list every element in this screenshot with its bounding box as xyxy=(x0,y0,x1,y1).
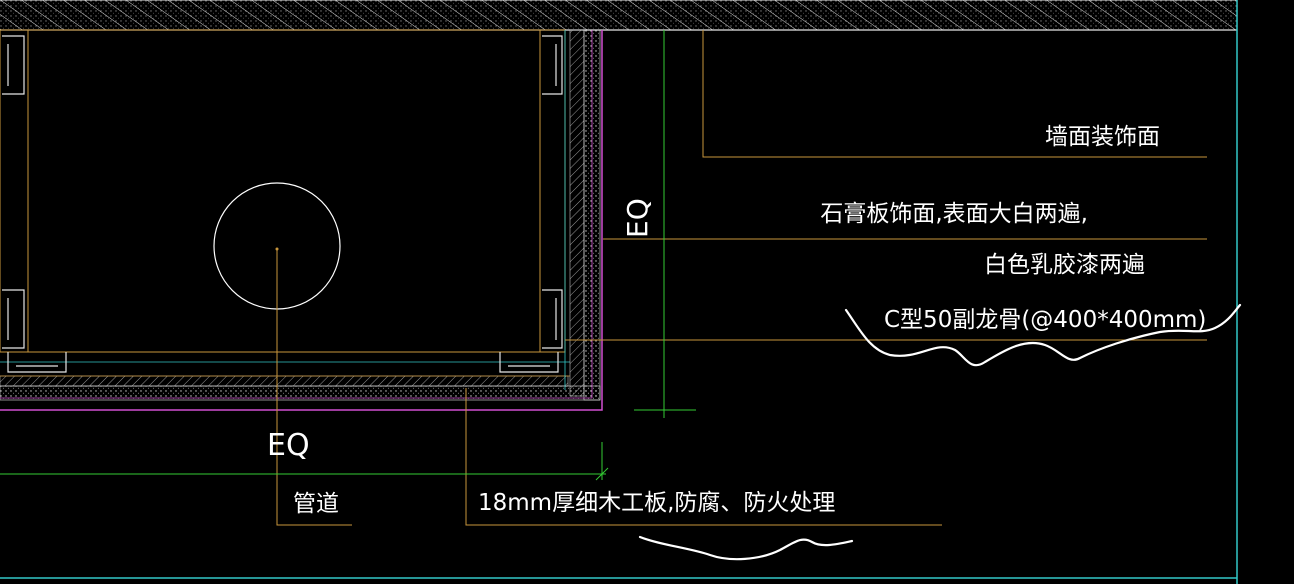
label-gypsum-line1: 石膏板饰面,表面大白两遍, xyxy=(820,201,1088,227)
markup-squiggles xyxy=(638,303,1242,561)
dim-horizontal-tick xyxy=(595,467,609,481)
label-wall-finish: 墙面装饰面 xyxy=(1045,124,1160,150)
c-stud-top-right xyxy=(542,35,563,95)
squiggle-blockboard xyxy=(638,535,854,561)
label-gypsum-line2: 白色乳胶漆两遍 xyxy=(984,252,1145,278)
pipe xyxy=(213,182,352,526)
label-eq-horizontal: EQ xyxy=(267,428,310,463)
squiggle-c-stud xyxy=(844,303,1242,367)
c-stud-bottom-right xyxy=(499,352,559,373)
c-stud-top-left xyxy=(2,35,25,95)
c-stud-profiles xyxy=(2,35,563,373)
dimension-lines xyxy=(0,30,696,481)
label-pipe: 管道 xyxy=(293,491,339,517)
pipe-leader xyxy=(276,249,352,526)
right-leaders xyxy=(565,30,1207,341)
label-blockboard: 18mm厚细木工板,防腐、防火处理 xyxy=(478,490,835,516)
label-eq-vertical: EQ xyxy=(621,198,654,238)
ceiling-slab xyxy=(0,0,1237,31)
annotations: 墙面装饰面 石膏板饰面,表面大白两遍, 白色乳胶漆两遍 C型50副龙骨(@400… xyxy=(267,124,1206,517)
c-stud-mid-left xyxy=(2,289,25,349)
wall-finish-leader xyxy=(702,30,1207,158)
label-c-stud: C型50副龙骨(@400*400mm) xyxy=(884,307,1206,333)
drawing-frame xyxy=(0,0,1238,584)
blockboard-leader xyxy=(465,388,942,526)
pipe-enclosure xyxy=(0,29,603,411)
c-stud-bottom-left xyxy=(7,352,67,373)
c-stud-mid-right xyxy=(542,289,563,349)
